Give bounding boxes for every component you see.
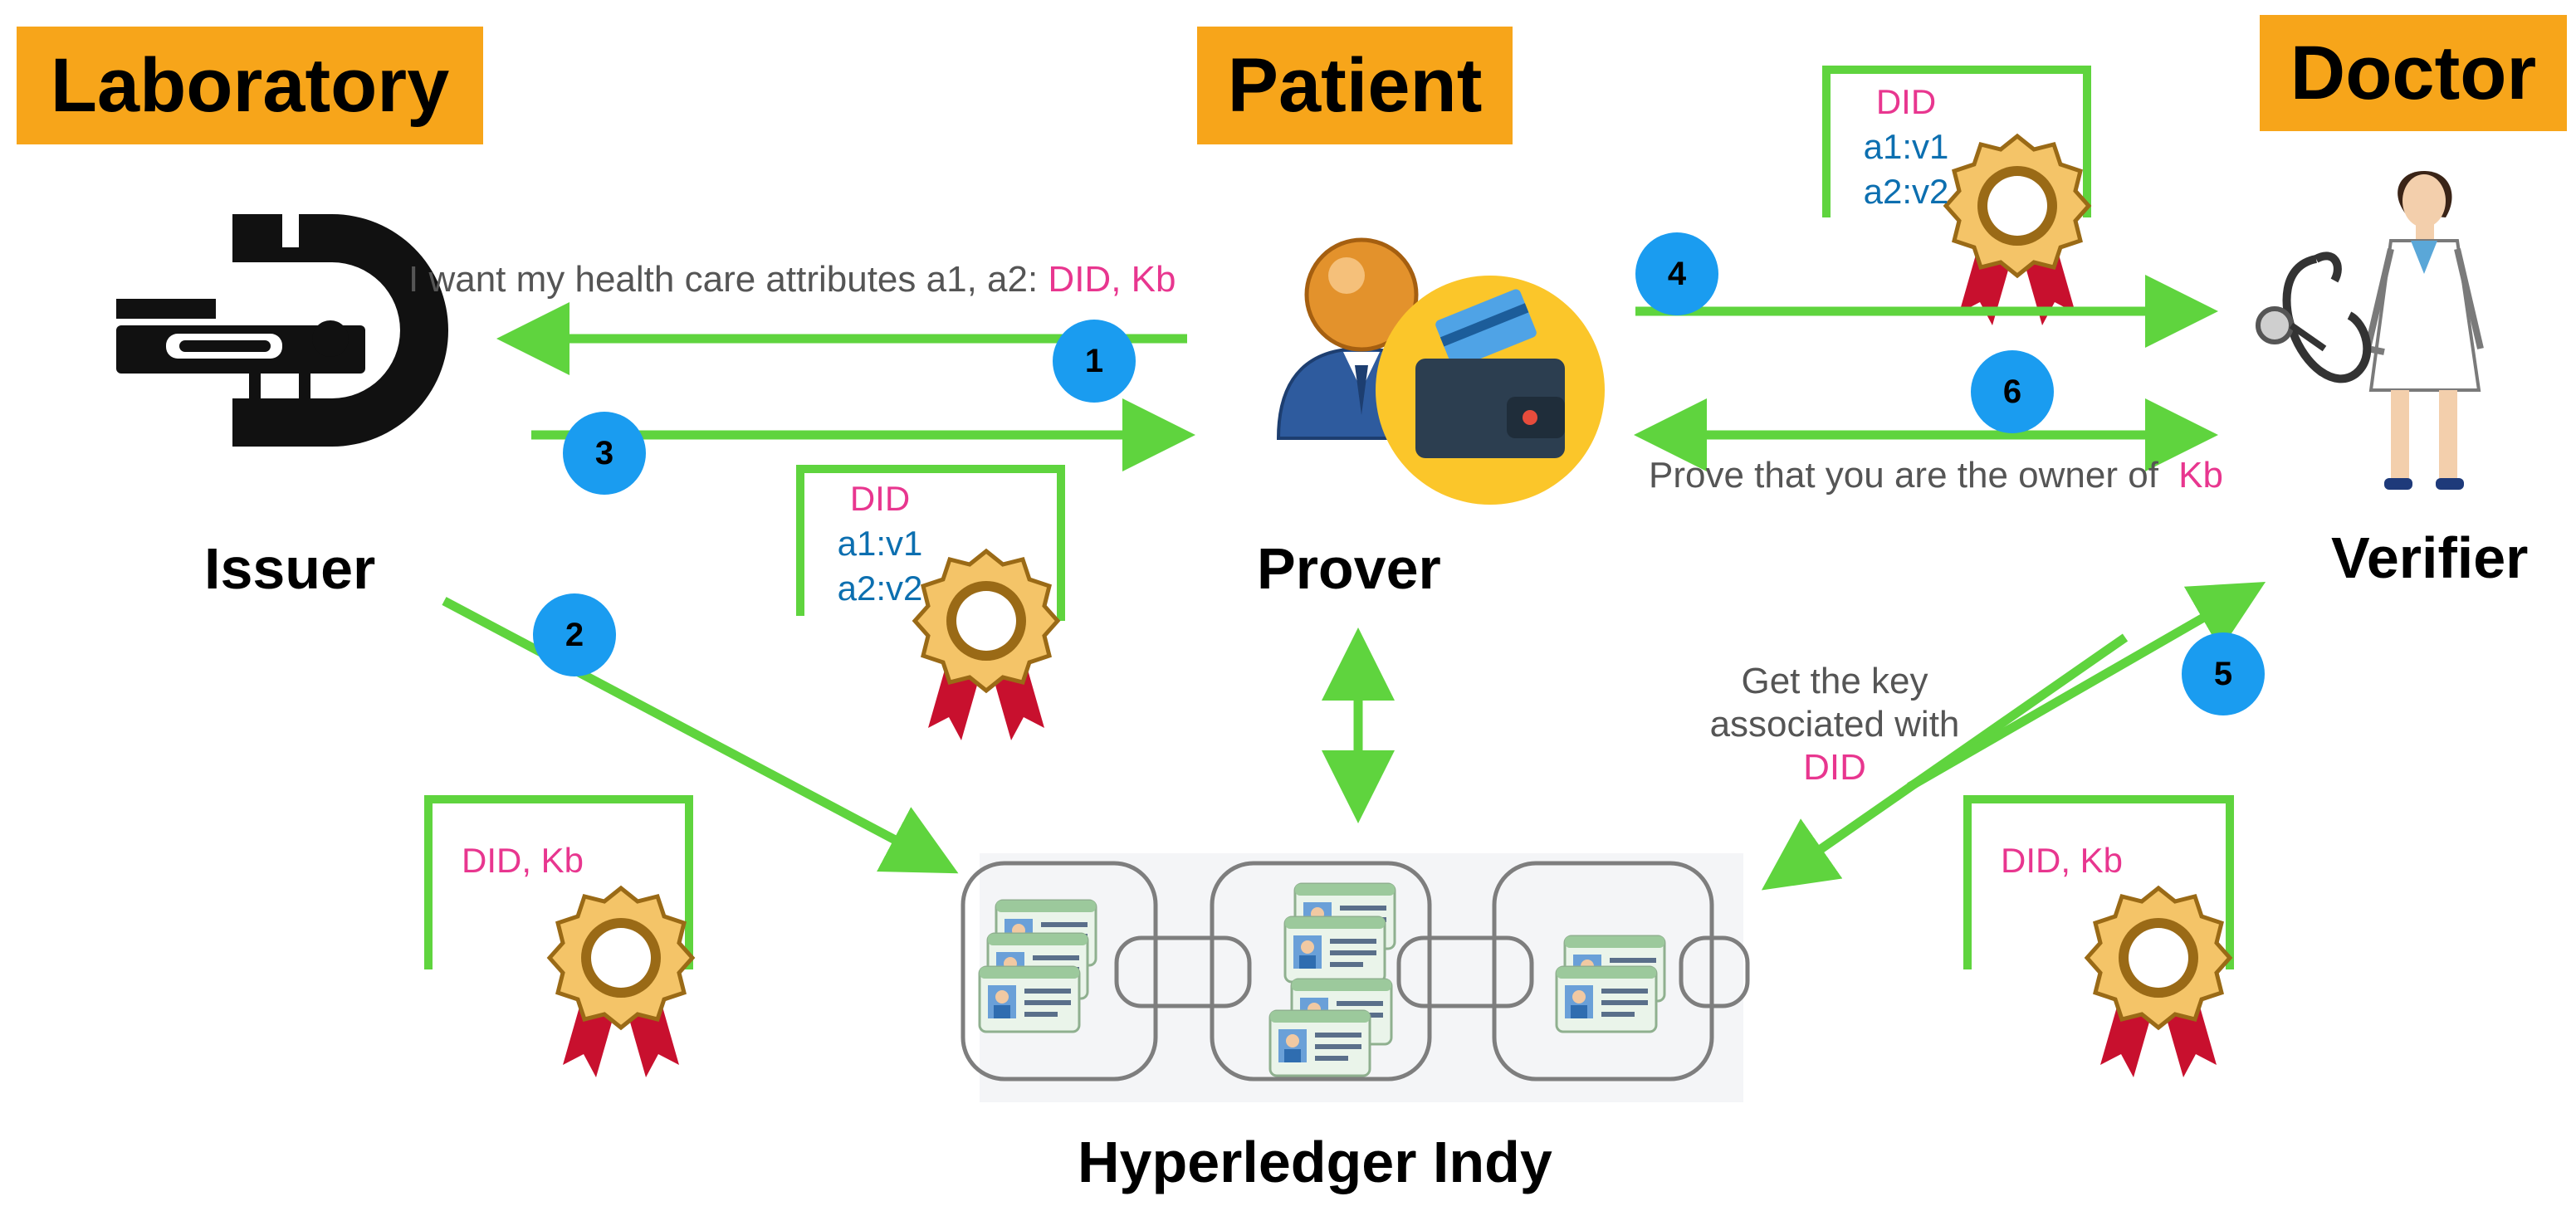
verifier-key-frame bbox=[1963, 795, 2234, 969]
issued-did: DID bbox=[849, 479, 911, 518]
step-1-message: I want my health care attributes a1, a2: bbox=[408, 259, 1048, 300]
role-patient: Patient bbox=[1197, 27, 1513, 144]
step-1-key: DID, Kb bbox=[1048, 259, 1176, 300]
presented-attr-2: a2:v2 bbox=[1863, 172, 1949, 211]
doctor-icon bbox=[2363, 171, 2484, 490]
issuer-label: Issuer bbox=[204, 536, 376, 601]
step-3-badge: 3 bbox=[563, 412, 646, 495]
step-5-key: DID bbox=[1803, 747, 1866, 788]
step-6-key: Kb bbox=[2178, 455, 2223, 496]
step-4-badge: 4 bbox=[1635, 232, 1718, 315]
step-5-line-2: associated with bbox=[1709, 704, 1960, 745]
issuer-key-frame bbox=[424, 795, 693, 969]
step-5-line-1: Get the key bbox=[1741, 661, 1928, 701]
verifier-key-text: DID, Kb bbox=[2001, 841, 2124, 880]
issuer-key-text: DID, Kb bbox=[462, 841, 584, 880]
issued-attr-2: a2:v2 bbox=[837, 569, 923, 608]
arrow-step-2 bbox=[442, 597, 959, 874]
presented-credential-text: DID a1:v1 a2:v2 bbox=[1856, 80, 1956, 214]
step-5-text: Get the key associated with DID bbox=[1685, 660, 1984, 789]
presented-attr-1: a1:v1 bbox=[1863, 127, 1949, 166]
wallet-icon bbox=[1376, 276, 1605, 505]
step-1-badge: 1 bbox=[1053, 320, 1136, 403]
issued-attr-1: a1:v1 bbox=[837, 524, 923, 563]
arrow-step-5-up bbox=[1907, 582, 2266, 791]
mri-scanner-icon bbox=[116, 214, 448, 447]
verifier-label: Verifier bbox=[2331, 525, 2529, 590]
step-6-text: Prove that you are the owner of Kb bbox=[1649, 455, 2223, 496]
presented-credential-frame bbox=[1822, 66, 2091, 217]
step-1-text: I want my health care attributes a1, a2:… bbox=[408, 259, 1176, 300]
role-laboratory: Laboratory bbox=[17, 27, 483, 144]
step-2-badge: 2 bbox=[533, 593, 616, 676]
role-doctor: Doctor bbox=[2260, 15, 2567, 131]
step-6-badge: 6 bbox=[1971, 350, 2054, 433]
presented-did: DID bbox=[1875, 82, 1937, 121]
issued-credential-text: DID a1:v1 a2:v2 bbox=[830, 476, 930, 611]
issued-credential-frame bbox=[796, 465, 1065, 621]
stethoscope-icon bbox=[2256, 251, 2372, 383]
step-5-badge: 5 bbox=[2182, 632, 2265, 715]
step-6-message: Prove that you are the owner of bbox=[1649, 455, 2169, 496]
ledger-label: Hyperledger Indy bbox=[1078, 1130, 1552, 1194]
prover-label: Prover bbox=[1257, 536, 1441, 601]
